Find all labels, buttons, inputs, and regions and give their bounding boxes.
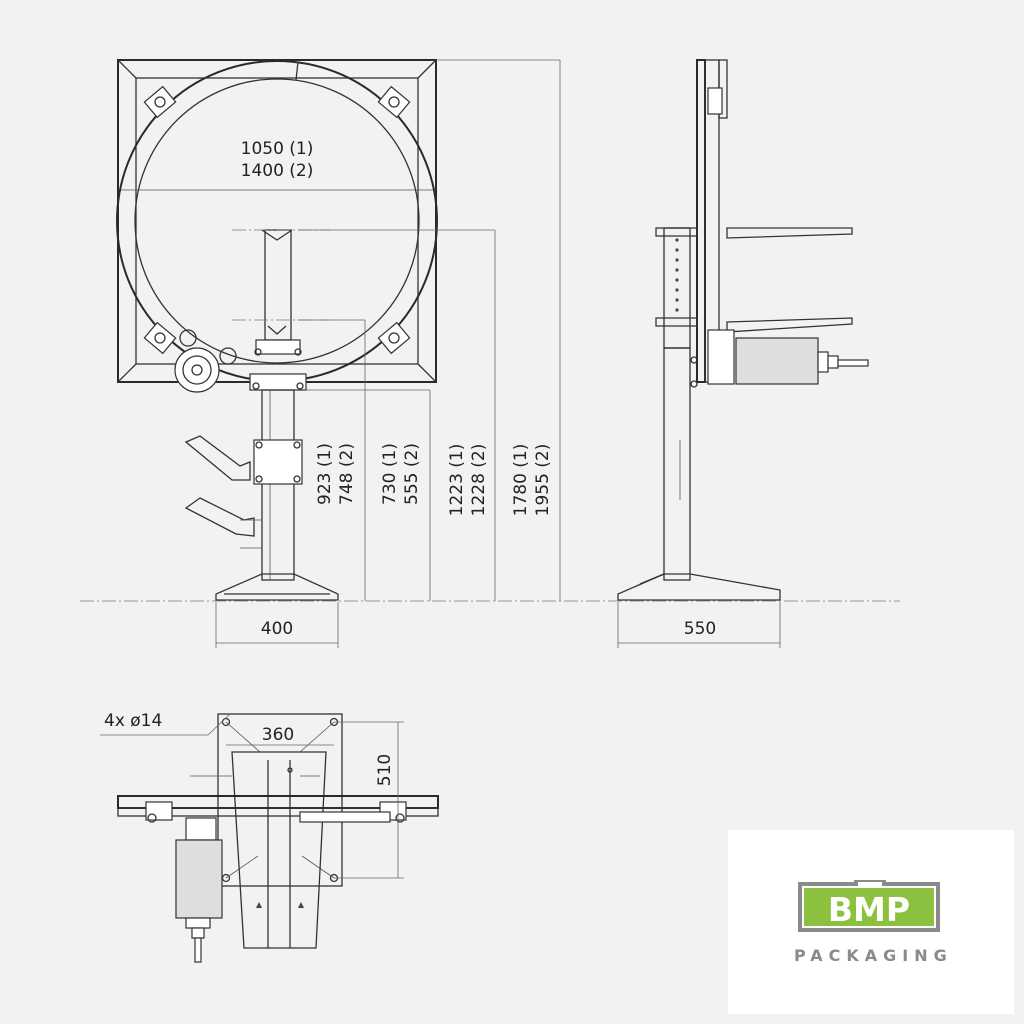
perforated-column xyxy=(663,227,691,349)
arm-upper xyxy=(184,435,251,481)
height-dimensions xyxy=(298,59,561,601)
base-front xyxy=(215,573,339,601)
svg-text:360: 360 xyxy=(262,725,294,745)
frame-inner xyxy=(135,77,419,365)
base-side xyxy=(617,573,781,601)
ring-inner xyxy=(134,78,420,364)
column-plate xyxy=(253,439,303,485)
dim-1780: 1780 (1) 1955 (2) xyxy=(511,444,553,517)
center-guide xyxy=(264,229,292,341)
arm-plate xyxy=(231,751,327,949)
ring-diameter-label-1: 1050 (1) xyxy=(241,139,314,159)
motor xyxy=(707,329,869,385)
svg-text:1955 (2): 1955 (2) xyxy=(533,444,553,517)
roller-bracket-top-right xyxy=(377,85,411,119)
dim-923: 923 (1) 748 (2) xyxy=(315,443,357,505)
holes-label: 4x ø14 xyxy=(104,711,162,731)
side-view: 550 xyxy=(617,59,869,648)
roller-bracket-bottom-right xyxy=(377,321,411,355)
top-view: 4x ø14 360 xyxy=(100,711,439,963)
svg-text:1223 (1): 1223 (1) xyxy=(447,444,467,517)
svg-text:1228 (2): 1228 (2) xyxy=(469,444,489,517)
shelf-lower-right xyxy=(726,317,853,333)
shelf-upper-right xyxy=(726,227,853,239)
roller-bracket-bottom-left xyxy=(143,321,177,355)
dim-730: 730 (1) 555 (2) xyxy=(380,443,422,505)
side-frame xyxy=(696,59,706,383)
motor-top xyxy=(175,817,223,963)
logo-brand: BMP xyxy=(828,890,910,929)
svg-text:400: 400 xyxy=(261,619,293,639)
dim-360: 360 xyxy=(226,725,334,746)
svg-text:550: 550 xyxy=(684,619,716,639)
bmp-logo-mark: BMP xyxy=(798,880,940,932)
column xyxy=(261,389,295,581)
arm-lower xyxy=(184,497,255,537)
drive-wheel xyxy=(174,329,237,393)
ring-diameter-label-2: 1400 (2) xyxy=(241,161,314,181)
svg-text:510: 510 xyxy=(375,754,395,786)
svg-text:748 (2): 748 (2) xyxy=(337,443,357,505)
svg-text:730 (1): 730 (1) xyxy=(380,443,400,505)
svg-text:555 (2): 555 (2) xyxy=(402,443,422,505)
svg-text:1780 (1): 1780 (1) xyxy=(511,444,531,517)
roller-bracket-top-left xyxy=(143,85,177,119)
side-column xyxy=(663,347,691,581)
dim-550: 550 xyxy=(617,602,781,648)
front-view: 1050 (1) 1400 (2) 923 (1) 748 (2) 730 (1… xyxy=(80,59,900,648)
dim-1223: 1223 (1) 1228 (2) xyxy=(447,444,489,517)
logo-tagline: PACKAGING xyxy=(794,946,953,965)
base-plate xyxy=(217,713,343,887)
dim-510: 510 xyxy=(334,721,404,879)
svg-text:923 (1): 923 (1) xyxy=(315,443,335,505)
bmp-logo: BMP PACKAGING xyxy=(728,830,1014,1014)
perforation-holes xyxy=(675,238,679,312)
shelf-lower-left xyxy=(655,317,698,327)
shelf-upper-left xyxy=(655,227,698,237)
dim-400: 400 xyxy=(215,602,339,648)
